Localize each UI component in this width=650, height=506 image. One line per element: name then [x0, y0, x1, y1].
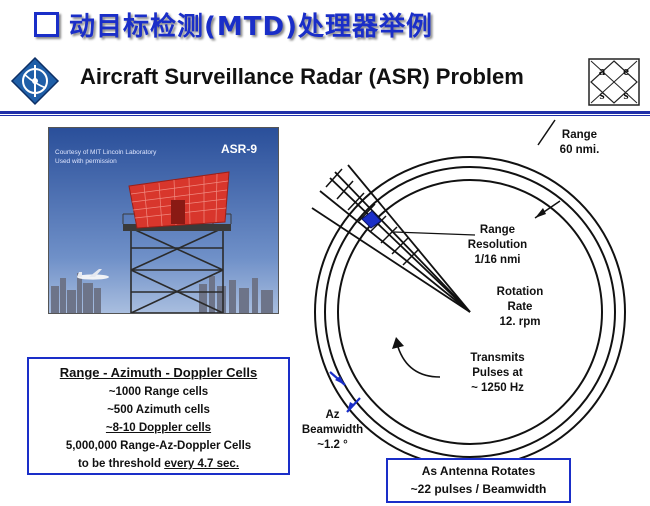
slide-title-chinese: 动目标检测(MTD)处理器举例	[34, 6, 554, 42]
logo-letter-a: a	[599, 63, 606, 78]
rotation-rate-label: Rotation Rate 12. rpm	[496, 286, 544, 328]
az-arrowhead-lower-icon	[347, 402, 355, 412]
az-beamwidth-label: Az Beamwidth ~1.2 °	[301, 409, 364, 451]
rotation-arrowhead-icon	[392, 337, 404, 349]
square-bullet-icon	[34, 12, 59, 37]
photo-courtesy-text: Courtesy of MIT Lincoln Laboratory Used …	[55, 149, 157, 165]
header-rule-thin	[0, 115, 650, 116]
asr9-photo: Courtesy of MIT Lincoln Laboratory Used …	[48, 127, 279, 314]
az-arrowhead-upper-icon	[335, 376, 345, 385]
beam-radials	[311, 164, 471, 313]
airplane-icon	[77, 269, 109, 280]
inner-range-ring	[337, 179, 603, 445]
ieee-logo	[10, 56, 60, 106]
range-az-cell-marker	[361, 210, 382, 229]
rotation-arc	[397, 346, 441, 378]
asr9-photo-image	[49, 128, 278, 313]
aess-logo: a e s s	[588, 58, 640, 106]
header-rule	[0, 111, 650, 114]
middle-range-ring	[324, 166, 616, 458]
transmit-rate-label: Transmits Pulses at ~ 1250 Hz	[470, 352, 525, 394]
threshold-line: to be threshold every 4.7 sec.	[29, 458, 288, 470]
photo-label: ASR-9	[221, 142, 258, 156]
threshold-interval: every 4.7 sec.	[164, 458, 240, 470]
cells-heading: Range - Azimuth - Doppler Cells	[59, 365, 258, 380]
range-resolution-ticks	[325, 168, 420, 266]
logo-letter-s2: s	[623, 87, 628, 102]
range-label: Range 60 nmi.	[559, 129, 600, 156]
azimuth-cells-line: ~500 Azimuth cells	[107, 404, 210, 416]
total-cells-line: 5,000,000 Range-Az-Doppler Cells	[65, 440, 252, 452]
cells-summary-box: Range - Azimuth - Doppler Cells ~1000 Ra…	[27, 357, 290, 475]
radar-diagram-graphic	[311, 119, 626, 468]
range-cells-line: ~1000 Range cells	[108, 386, 209, 398]
radar-coverage-diagram: Range 60 nmi. Range Resolution 1/16 nmi …	[290, 115, 650, 506]
pulses-line-2: ~22 pulses / Beamwidth	[410, 482, 547, 496]
slide-title-chinese-text: 动目标检测(MTD)处理器举例	[69, 12, 433, 42]
doppler-cells-line: ~8-10 Doppler cells	[105, 422, 212, 434]
logo-letter-s1: s	[599, 87, 604, 102]
antenna-reflector	[128, 171, 230, 229]
logo-letter-e: e	[623, 63, 629, 78]
pulses-line-1: As Antenna Rotates	[421, 464, 536, 478]
range-resolution-label: Range Resolution 1/16 nmi	[467, 224, 528, 266]
threshold-prefix: to be threshold	[77, 458, 165, 470]
range-arrow	[534, 119, 561, 219]
resolution-pointer	[393, 231, 476, 236]
pulses-per-beamwidth-box: As Antenna Rotates ~22 pulses / Beamwidt…	[386, 458, 571, 503]
slide-title-english: Aircraft Surveillance Radar (ASR) Proble…	[80, 64, 524, 89]
